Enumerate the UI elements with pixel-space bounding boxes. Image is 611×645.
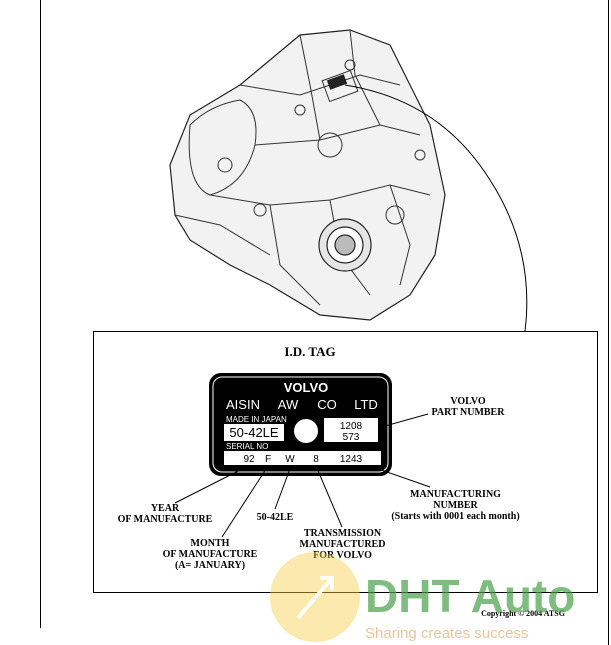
plate-maker-aisin: AISIN — [226, 397, 260, 412]
page-border-left — [40, 0, 41, 628]
id-plate: VOLVO AISIN AW CO LTD MADE IN JAPAN 50-4… — [209, 373, 392, 476]
plate-part-number-1: 1208 — [340, 421, 363, 432]
callout-model: 50-42LE — [256, 512, 294, 523]
plate-rivet — [294, 419, 318, 443]
tag-title: I.D. TAG — [284, 344, 336, 359]
plate-serial-label: SERIAL NO — [226, 442, 268, 451]
plate-serial-year: 92 — [243, 454, 255, 465]
transmission-illustration — [169, 29, 446, 321]
plate-maker-ltd: LTD — [354, 397, 378, 412]
svg-text:Sharing creates success: Sharing creates success — [365, 625, 528, 642]
plate-maker-co: CO — [317, 397, 337, 412]
copyright: Copyright © 2004 ATSG — [481, 609, 565, 618]
plate-part-number-2: 573 — [343, 432, 360, 443]
id-tag-panel — [93, 331, 598, 593]
watermark-logo: DHT Auto Sharing creates success — [270, 552, 575, 642]
plate-serial-month: F — [265, 454, 271, 465]
plate-brand: VOLVO — [284, 380, 329, 395]
plate-serial-number: 1243 — [340, 454, 363, 465]
page-border-right — [608, 0, 609, 645]
plate-made-in: MADE IN JAPAN — [226, 415, 287, 424]
plate-model: 50-42LE — [229, 425, 278, 440]
plate-maker-aw: AW — [278, 397, 299, 412]
svg-text:DHT Auto: DHT Auto — [365, 570, 575, 622]
plate-serial-code: W — [285, 454, 295, 465]
plate-serial-8: 8 — [313, 454, 319, 465]
